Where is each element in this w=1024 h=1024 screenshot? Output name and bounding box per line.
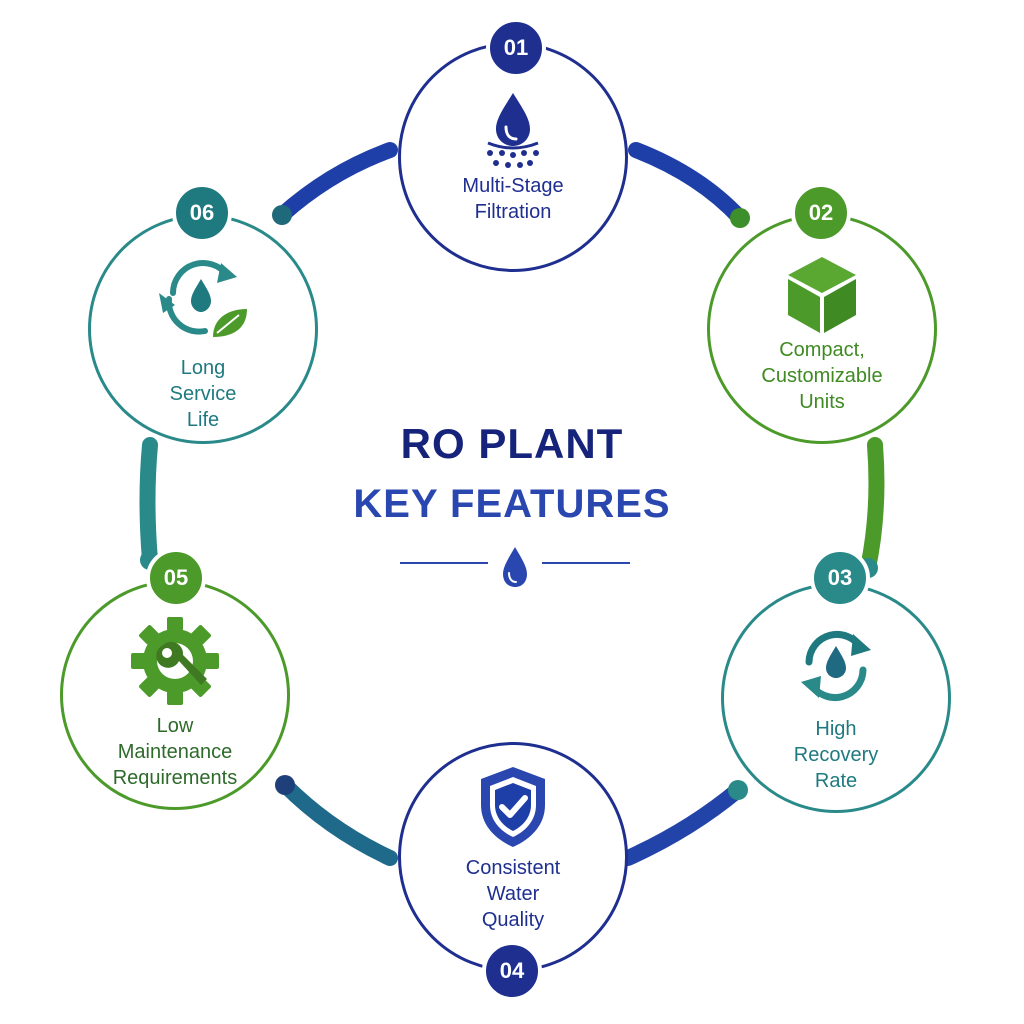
gear-wrench-icon bbox=[129, 615, 221, 712]
connector-4-5 bbox=[277, 777, 398, 866]
connector-dot bbox=[730, 208, 750, 228]
connector-2-3 bbox=[860, 437, 885, 576]
feature-node-4: Consistent Water Quality bbox=[398, 742, 628, 972]
center-subtitle: KEY FEATURES bbox=[353, 482, 671, 526]
feature-node-2: Compact, Customizable Units bbox=[707, 214, 937, 444]
feature-label-5: Low Maintenance Requirements bbox=[112, 715, 238, 789]
feature-node-6: Long Service Life bbox=[88, 214, 318, 444]
connector-6-1 bbox=[274, 142, 398, 223]
feature-node-3: High Recovery Rate bbox=[721, 583, 951, 813]
step-badge-2: 02 bbox=[791, 183, 851, 243]
cube-icon bbox=[782, 253, 862, 342]
step-badge-5: 05 bbox=[146, 548, 206, 608]
center-divider bbox=[400, 547, 630, 587]
connector-5-6 bbox=[139, 437, 158, 568]
connector-3-4 bbox=[620, 782, 746, 866]
recycle-drop-icon bbox=[791, 624, 881, 713]
step-badge-1: 01 bbox=[486, 18, 546, 78]
eco-cycle-drop-icon bbox=[153, 257, 253, 348]
shield-check-icon bbox=[473, 763, 553, 856]
step-badge-6: 06 bbox=[172, 183, 232, 243]
feature-label-3: High Recovery Rate bbox=[793, 718, 879, 792]
connector-1-2 bbox=[628, 142, 748, 226]
feature-node-1: Multi-Stage Filtration bbox=[398, 42, 628, 272]
feature-node-5: Low Maintenance Requirements bbox=[60, 580, 290, 810]
feature-label-6: Long Service Life bbox=[169, 357, 237, 431]
filtration-drop-icon bbox=[468, 91, 558, 176]
connector-dot bbox=[275, 775, 295, 795]
step-badge-4: 04 bbox=[482, 941, 542, 1001]
connector-dot bbox=[272, 205, 292, 225]
feature-label-4: Consistent Water Quality bbox=[465, 857, 561, 931]
center-title: RO PLANT bbox=[400, 420, 624, 467]
feature-label-2: Compact, Customizable Units bbox=[761, 339, 883, 413]
feature-label-1: Multi-Stage Filtration bbox=[462, 175, 564, 223]
connector-dot bbox=[728, 780, 748, 800]
step-badge-3: 03 bbox=[810, 548, 870, 608]
